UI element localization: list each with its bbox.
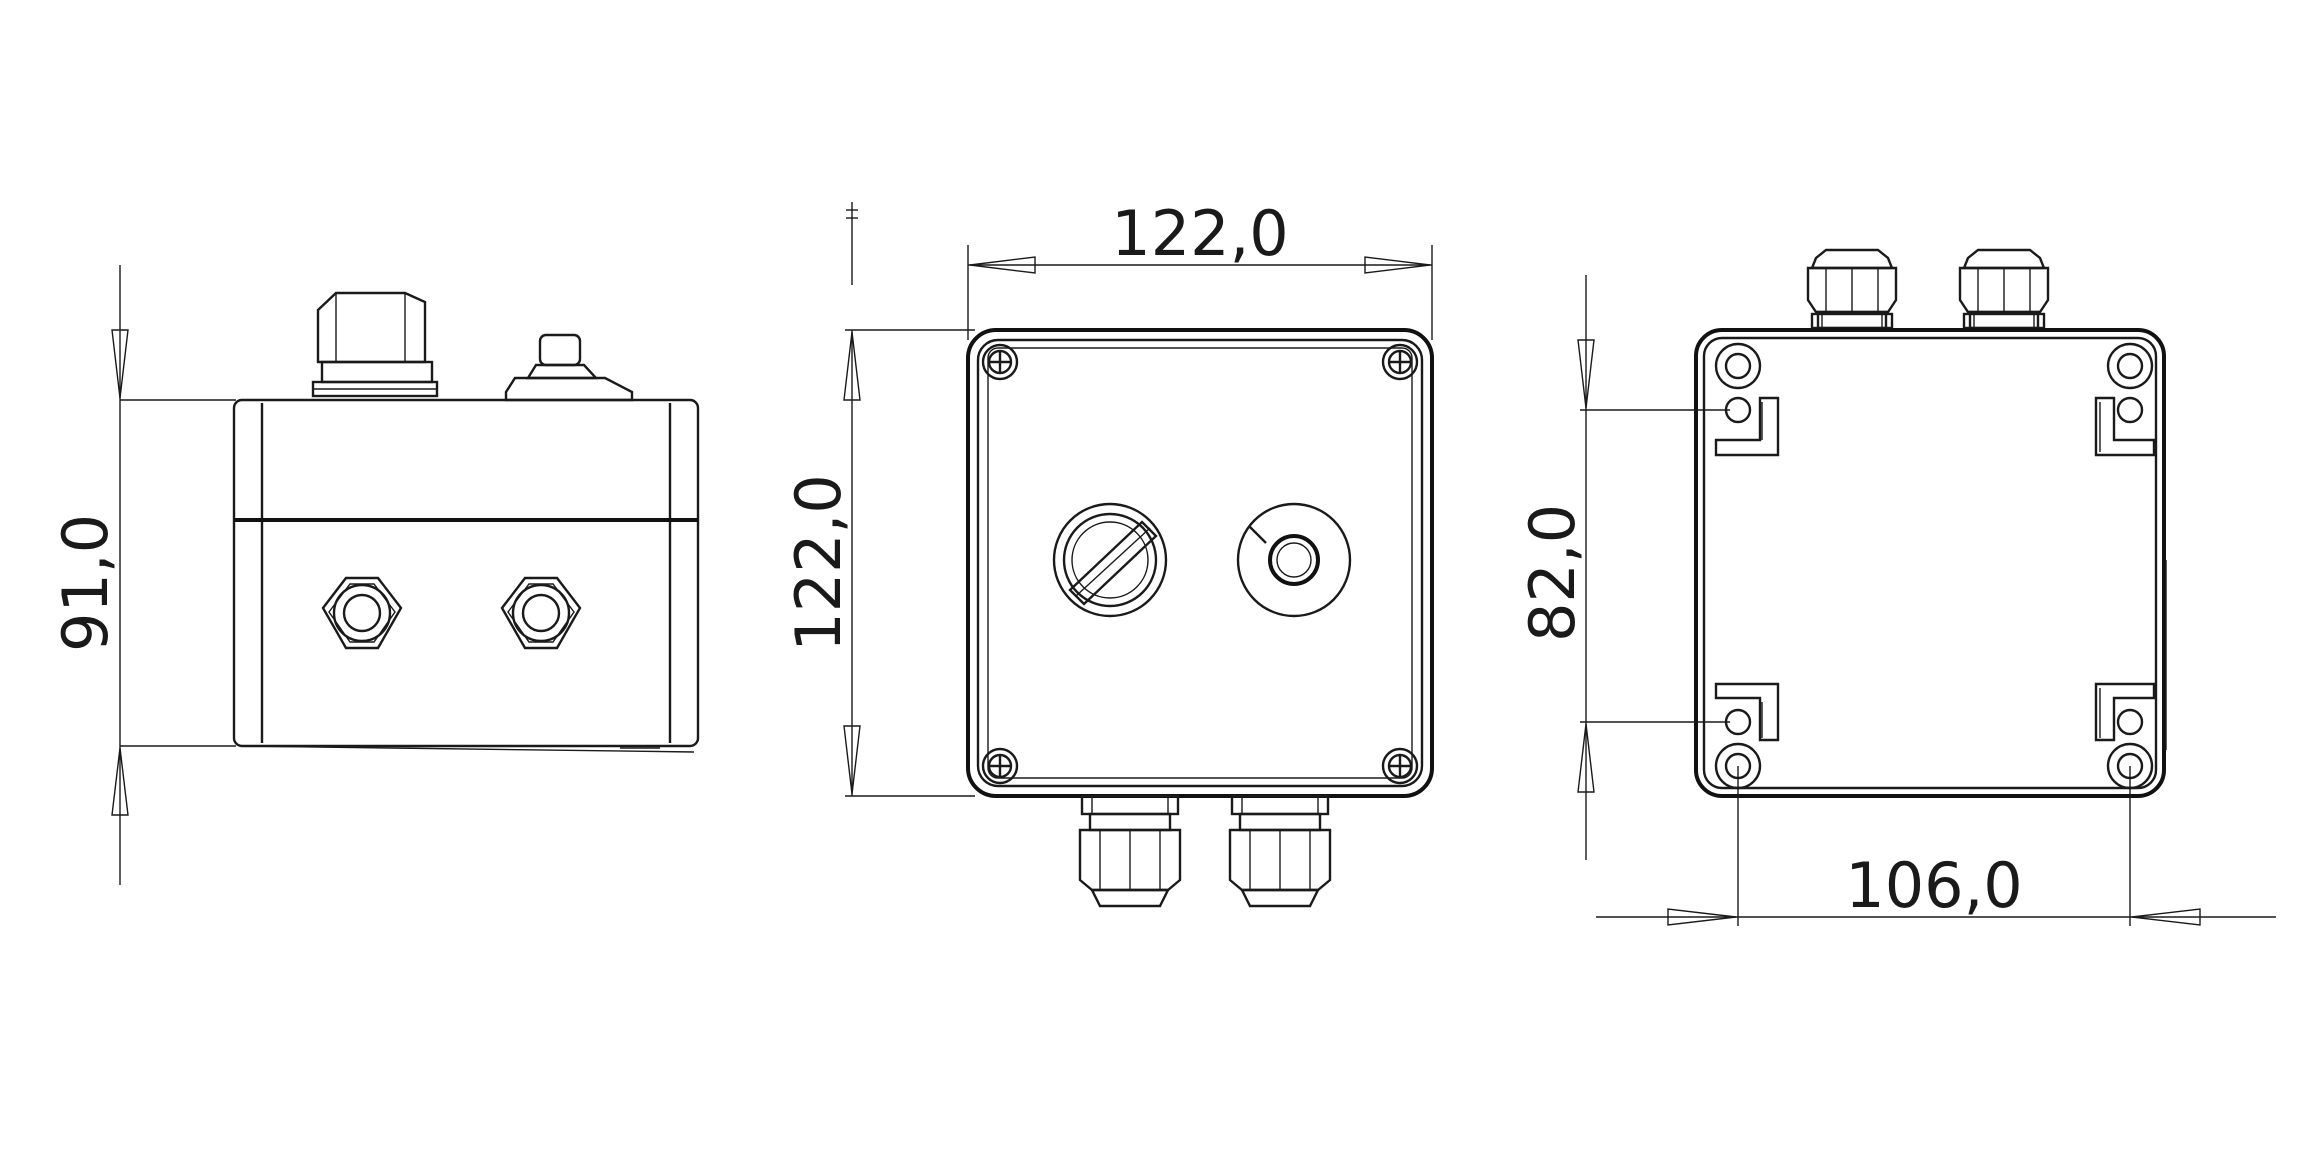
side-cable-gland-right bbox=[500, 576, 582, 650]
dimension-rear-horizontal: 106,0 bbox=[1596, 766, 2276, 926]
rear-corner-hole-tl bbox=[1714, 342, 1762, 390]
rear-mount-hole-tr bbox=[2116, 396, 2144, 424]
front-corner-screw-bl bbox=[981, 747, 1019, 785]
front-corner-screw-tl bbox=[981, 343, 1019, 381]
rear-bracket-tr bbox=[2094, 396, 2156, 457]
rear-bracket-br bbox=[2094, 682, 2156, 742]
front-corner-screw-tr bbox=[1381, 343, 1419, 381]
rear-bracket-bl bbox=[1714, 682, 1780, 742]
dimension-front-width: 122,0 bbox=[967, 197, 1433, 340]
front-view: 122,0 122,0 bbox=[782, 197, 1434, 908]
dimension-rear-vertical: 82,0 bbox=[1516, 275, 1730, 860]
dimension-82-label: 82,0 bbox=[1516, 504, 1589, 642]
dimension-122-height-label: 122,0 bbox=[782, 474, 855, 652]
front-push-button bbox=[1236, 502, 1352, 618]
side-rotary-knob bbox=[311, 291, 439, 398]
side-cable-gland-left bbox=[321, 576, 403, 650]
rear-view: 82,0 106,0 bbox=[1516, 248, 2276, 926]
dimension-front-height: 122,0 bbox=[782, 329, 975, 797]
dimension-106-label: 106,0 bbox=[1845, 849, 2023, 922]
side-push-button bbox=[504, 333, 634, 402]
rear-enclosure bbox=[1694, 328, 2167, 798]
side-enclosure-body bbox=[232, 398, 700, 753]
dimension-122-width-label: 122,0 bbox=[1111, 197, 1289, 270]
front-cable-gland-left bbox=[1078, 794, 1182, 908]
rear-cable-gland-left bbox=[1806, 248, 1898, 330]
dimension-91-label: 91,0 bbox=[49, 514, 122, 652]
side-view: 91,0 bbox=[49, 265, 700, 885]
front-corner-screw-br bbox=[1381, 747, 1419, 785]
rear-cable-gland-right bbox=[1958, 248, 2050, 330]
rear-mount-hole-br bbox=[2116, 708, 2144, 736]
front-rotary-switch bbox=[1052, 502, 1168, 618]
rear-bracket-tl bbox=[1714, 396, 1780, 457]
dimension-side-height: 91,0 bbox=[49, 265, 236, 885]
rear-corner-hole-tr bbox=[2106, 342, 2154, 390]
front-enclosure bbox=[966, 328, 1434, 798]
front-center-mark bbox=[846, 202, 858, 285]
front-cable-gland-right bbox=[1228, 794, 1332, 908]
